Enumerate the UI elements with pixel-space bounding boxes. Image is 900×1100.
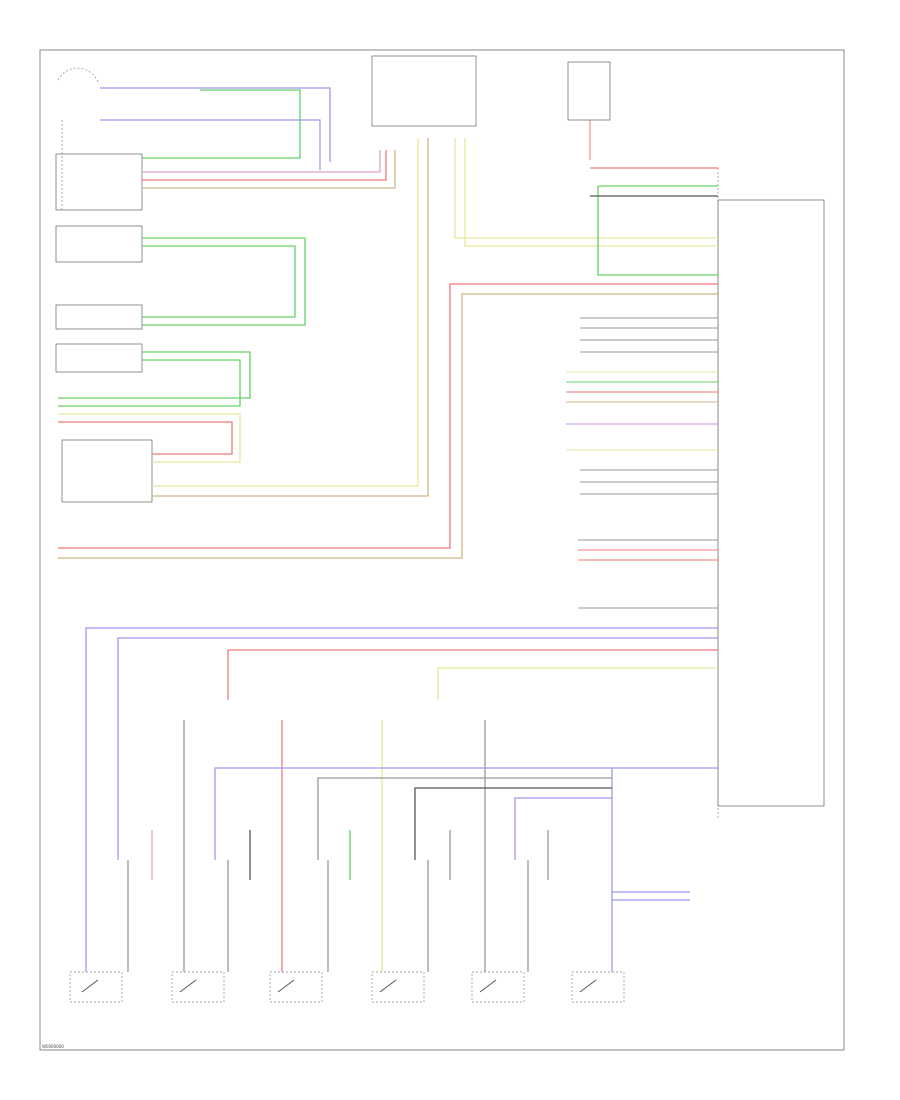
bottom-switches (69, 860, 625, 1003)
top-center-components (371, 55, 611, 160)
wire-group-right-signals (566, 317, 718, 609)
wire-group-left-lower (58, 138, 429, 497)
bottom-left-connector (61, 439, 153, 503)
footer-code: W0000000 (42, 1044, 64, 1049)
wire-group-top (100, 87, 396, 189)
switch-1 (69, 971, 123, 1003)
right-control-module (717, 199, 825, 807)
wire-group-center-right (58, 138, 718, 559)
switch-3 (269, 971, 323, 1003)
wire-group-green (58, 237, 306, 407)
lighting-connector-1 (55, 304, 143, 330)
lighting-connector-2 (55, 343, 143, 373)
right-relay-block (567, 61, 611, 121)
seat-module-connector (55, 153, 143, 211)
switch-4 (371, 971, 425, 1003)
memory-switch-connector (55, 225, 143, 263)
switch-6 (571, 971, 625, 1003)
wire-group-bottom (85, 627, 718, 972)
top-left-components (55, 67, 153, 503)
center-harness-block (371, 55, 477, 127)
mirror-symbol (57, 67, 99, 83)
switch-5 (471, 971, 525, 1003)
diagram-border (39, 49, 845, 1051)
switch-2 (171, 971, 225, 1003)
